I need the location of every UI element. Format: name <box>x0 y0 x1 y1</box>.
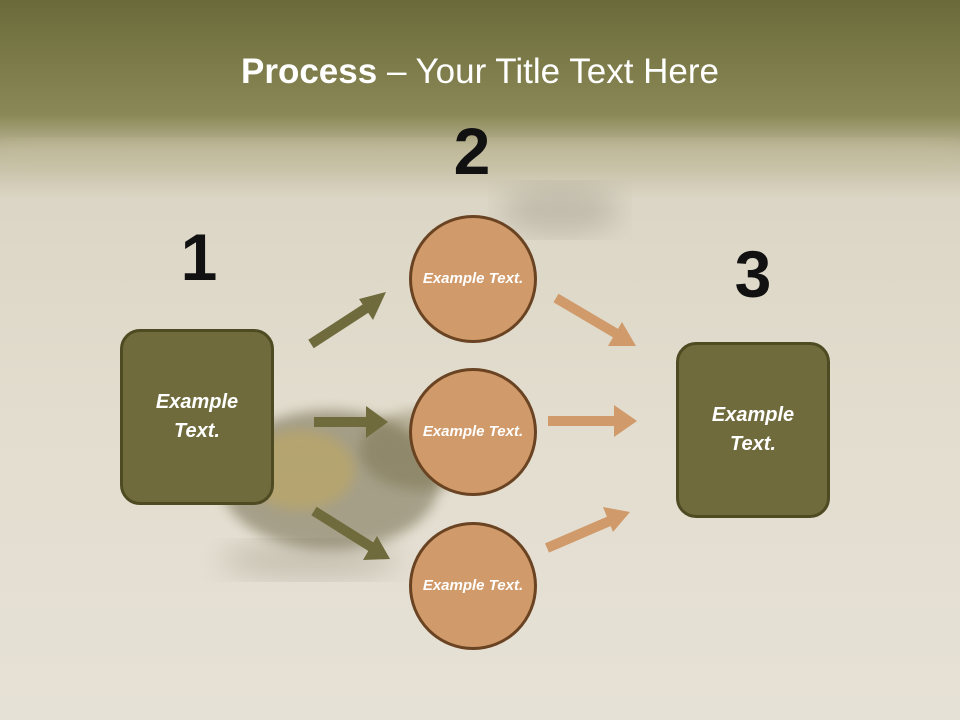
step-1-box: Example Text. <box>120 329 274 505</box>
arrow-box1-to-middle <box>314 406 388 438</box>
step-number-2: 2 <box>453 114 491 188</box>
title-bold: Process <box>241 52 378 91</box>
arrow-middle-to-box3 <box>548 405 637 437</box>
arrow-bottom-to-box3 <box>545 507 630 553</box>
circle-top-text: Example Text. <box>422 269 524 287</box>
arrow-top-to-box3 <box>553 293 636 346</box>
title-rest: – Your Title Text Here <box>377 52 719 91</box>
step-3-text: Example Text. <box>711 404 795 455</box>
step-1-text: Example Text. <box>155 391 239 442</box>
circle-bottom-text: Example Text. <box>422 576 524 594</box>
slide-title: Process – Your Title Text Here <box>0 52 960 92</box>
step-number-3: 3 <box>734 237 772 311</box>
arrow-box1-to-bottom <box>311 506 390 560</box>
step-number-1: 1 <box>180 220 218 294</box>
step-3-box: Example Text. <box>676 342 830 518</box>
arrow-box1-to-top <box>308 292 386 349</box>
step-2-circle-bottom: Example Text. <box>409 522 537 650</box>
step-2-circle-middle: Example Text. <box>409 368 537 496</box>
step-2-circle-top: Example Text. <box>409 215 537 343</box>
circle-middle-text: Example Text. <box>422 422 524 440</box>
